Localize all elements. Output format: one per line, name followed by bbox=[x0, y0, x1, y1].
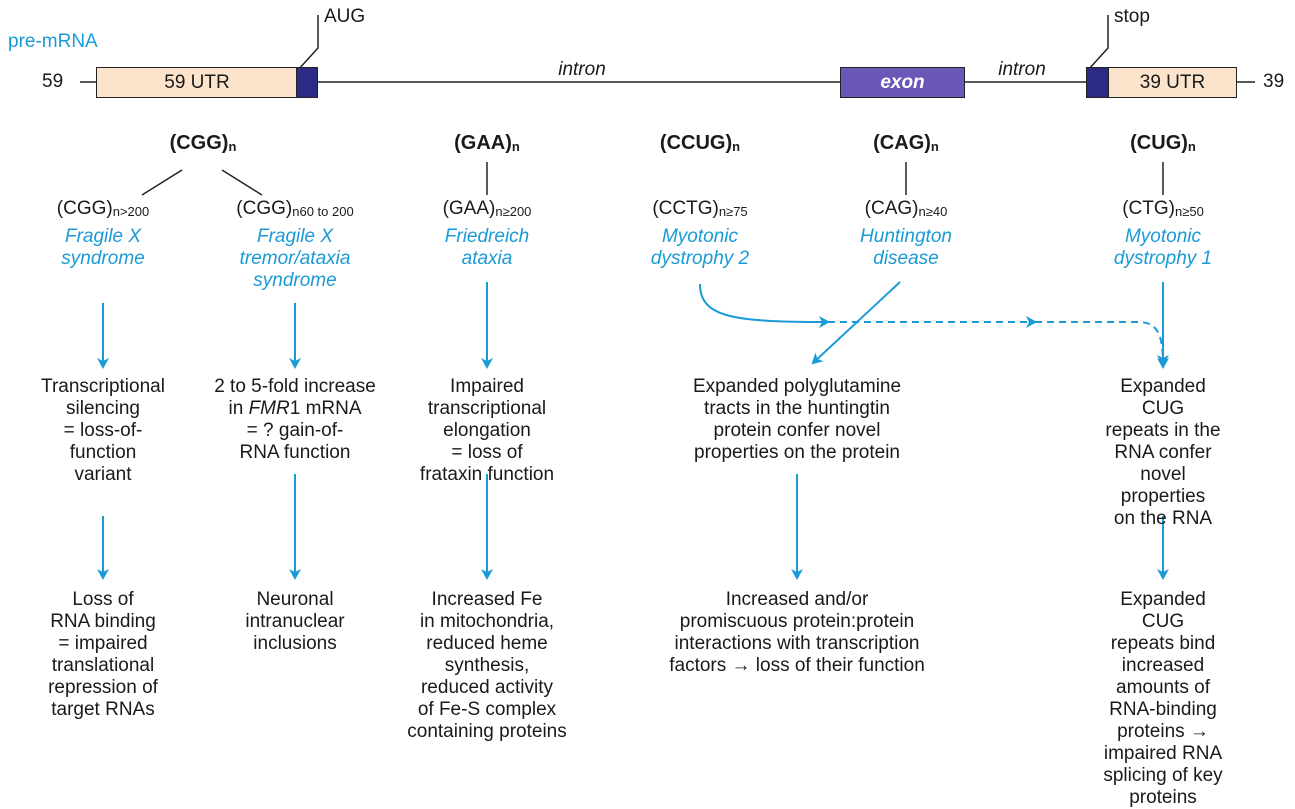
motif-cag: (CAG)n bbox=[873, 132, 939, 154]
repeat-fxtas: (CGG)n60 to 200 bbox=[236, 198, 354, 219]
repeat-dm1: (CTG)n≥50 bbox=[1122, 198, 1204, 219]
exon-label: exon bbox=[880, 71, 925, 93]
stop-codon-box bbox=[1086, 67, 1110, 98]
start-codon-box bbox=[296, 67, 318, 98]
motif-cug: (CUG)n bbox=[1130, 132, 1196, 154]
repeat-hd: (CAG)n≥40 bbox=[864, 198, 948, 219]
intron-1-label: intron bbox=[558, 59, 606, 80]
connector-layer bbox=[80, 15, 1255, 580]
aug-label: AUG bbox=[324, 6, 366, 27]
arrow-dm2-dashed-2 bbox=[1035, 321, 1169, 366]
cgg-branch-left bbox=[141, 169, 183, 196]
stop-pointer bbox=[1087, 15, 1109, 71]
repeat-dm2: (CCTG)n≥75 bbox=[652, 198, 748, 219]
three-prime-label: 39 bbox=[1263, 71, 1285, 92]
aug-pointer bbox=[297, 15, 319, 71]
arrow-dm2-curve bbox=[699, 283, 830, 328]
effect-fxtas: 2 to 5-fold increase in FMR1 mRNA = ? ga… bbox=[214, 376, 376, 463]
exon-box: exon bbox=[840, 67, 965, 98]
repeat-fa: (GAA)n≥200 bbox=[442, 198, 532, 219]
intron-2-label: intron bbox=[998, 59, 1046, 80]
utr5-label: 59 UTR bbox=[164, 71, 230, 93]
utr3-box: 39 UTR bbox=[1108, 67, 1237, 98]
stop-label: stop bbox=[1114, 6, 1150, 27]
utr5-box: 59 UTR bbox=[96, 67, 298, 98]
utr3-label: 39 UTR bbox=[1139, 71, 1206, 93]
cgg-branch-right bbox=[221, 169, 263, 196]
motif-cgg: (CGG)n bbox=[169, 132, 237, 154]
repeat-fxs: (CGG)n>200 bbox=[56, 198, 150, 219]
five-prime-label: 59 bbox=[42, 71, 64, 92]
motif-ccug: (CCUG)n bbox=[659, 132, 741, 154]
diagram-canvas: 59 UTR exon 39 UTR pre-mRNA 59 39 AUG st… bbox=[8, 6, 1285, 808]
premrna-label: pre-mRNA bbox=[8, 31, 98, 52]
motif-gaa: (GAA)n bbox=[454, 132, 520, 154]
